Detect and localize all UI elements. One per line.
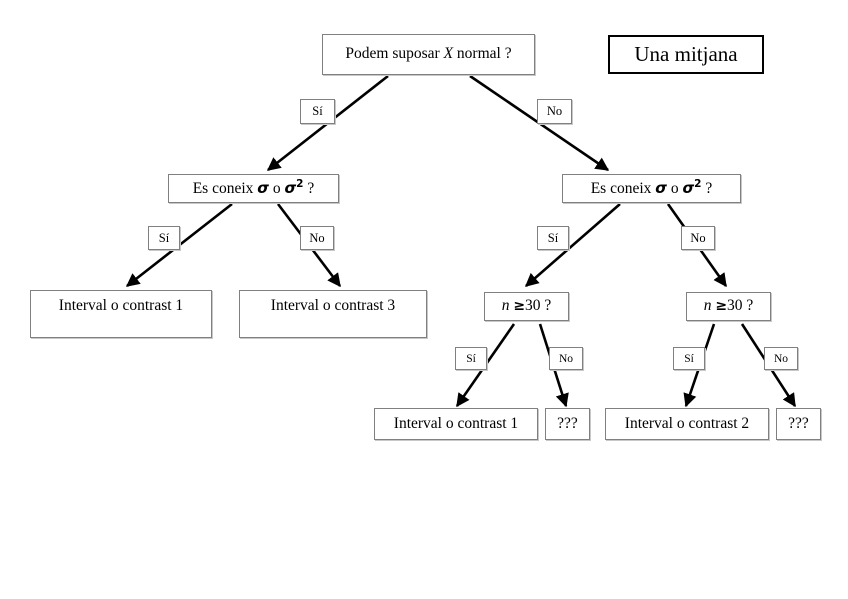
node-leaf-interval-contrast-1-bottom-label: Interval o contrast 1 bbox=[393, 414, 519, 432]
edge-label-n30-right-no: No bbox=[764, 347, 798, 370]
edge-label-root-no: No bbox=[537, 99, 572, 124]
node-leaf-interval-contrast-1-bottom[interactable]: Interval o contrast 1 bbox=[374, 408, 538, 440]
edge-label-sigma-right-yes-text: Sí bbox=[547, 230, 559, 245]
sigma-right-suffix: ? bbox=[701, 180, 713, 198]
n30-left-variable: n bbox=[501, 297, 510, 315]
sigma-left-symbol: σ bbox=[257, 179, 269, 198]
n30-right-value: 30 bbox=[727, 297, 743, 315]
sigma-right-symbol: σ bbox=[655, 179, 667, 198]
diagram-title-box: Una mitjana bbox=[608, 35, 764, 74]
node-leaf-interval-contrast-3-label: Interval o contrast 3 bbox=[270, 297, 396, 314]
edge-label-sigma-left-yes-text: Sí bbox=[158, 230, 170, 245]
edge-label-sigma-left-no-text: No bbox=[309, 230, 325, 245]
node-sigma-right-label: Es coneix σ o σ2 ? bbox=[591, 179, 713, 197]
edge-label-root-yes-text: Sí bbox=[312, 104, 323, 118]
edge-label-sigma-right-no: No bbox=[681, 226, 715, 250]
node-leaf-interval-contrast-3[interactable]: Interval o contrast 3 bbox=[239, 290, 427, 338]
root-variable: X bbox=[443, 45, 454, 63]
sigma-left-middle: o bbox=[268, 180, 285, 198]
node-leaf-unknown-2[interactable]: ??? bbox=[776, 408, 821, 440]
node-sigma-right-question[interactable]: Es coneix σ o σ2 ? bbox=[562, 174, 741, 203]
n30-right-suffix: ? bbox=[742, 297, 754, 315]
root-prefix: Podem suposar bbox=[345, 45, 444, 63]
node-n30-left-label: n ≥30 ? bbox=[502, 298, 552, 314]
edge-label-n30-right-no-text: No bbox=[773, 352, 789, 365]
edge-label-n30-right-yes: Sí bbox=[673, 347, 705, 370]
n30-right-variable: n bbox=[703, 297, 712, 315]
n30-left-operator: ≥ bbox=[513, 298, 526, 315]
edge-label-sigma-left-no: No bbox=[300, 226, 334, 250]
sigma-right-symbol-2: σ bbox=[682, 179, 695, 198]
n30-right-operator: ≥ bbox=[715, 298, 728, 315]
edge-label-n30-left-yes: Sí bbox=[455, 347, 487, 370]
node-leaf-interval-contrast-2-bottom[interactable]: Interval o contrast 2 bbox=[605, 408, 769, 440]
edge-label-root-no-text: No bbox=[546, 104, 563, 118]
node-leaf-unknown-1-label: ??? bbox=[557, 414, 578, 432]
edge-label-n30-right-yes-text: Sí bbox=[684, 352, 694, 365]
sigma-left-symbol-2: σ bbox=[284, 179, 297, 198]
node-root-question-label: Podem suposar X normal ? bbox=[345, 46, 511, 62]
diagram-title-label: Una mitjana bbox=[634, 42, 738, 67]
sigma-left-suffix: ? bbox=[303, 180, 315, 198]
node-leaf-interval-contrast-1-left[interactable]: Interval o contrast 1 bbox=[30, 290, 212, 338]
sigma-left-prefix: Es coneix bbox=[192, 180, 258, 198]
sigma-right-prefix: Es coneix bbox=[590, 180, 656, 198]
edge-label-sigma-right-yes: Sí bbox=[537, 226, 569, 250]
node-n30-right-question[interactable]: n ≥30 ? bbox=[686, 292, 771, 321]
node-leaf-unknown-2-label: ??? bbox=[788, 414, 809, 432]
node-n30-left-question[interactable]: n ≥30 ? bbox=[484, 292, 569, 321]
n30-left-suffix: ? bbox=[540, 297, 552, 315]
edge-sigma-right-to-n30-left bbox=[524, 203, 621, 287]
node-leaf-unknown-1[interactable]: ??? bbox=[545, 408, 590, 440]
root-suffix: normal ? bbox=[453, 45, 512, 63]
node-sigma-left-label: Es coneix σ o σ2 ? bbox=[193, 179, 315, 197]
edge-label-n30-left-no: No bbox=[549, 347, 583, 370]
edge-label-n30-left-no-text: No bbox=[558, 352, 574, 365]
edge-label-sigma-right-no-text: No bbox=[690, 230, 706, 245]
sigma-right-exponent: 2 bbox=[694, 178, 702, 191]
edge-label-sigma-left-yes: Sí bbox=[148, 226, 180, 250]
edge-label-n30-left-yes-text: Sí bbox=[466, 352, 476, 365]
node-root-question[interactable]: Podem suposar X normal ? bbox=[322, 34, 535, 75]
node-leaf-interval-contrast-2-bottom-label: Interval o contrast 2 bbox=[624, 414, 750, 432]
node-sigma-left-question[interactable]: Es coneix σ o σ2 ? bbox=[168, 174, 339, 203]
node-leaf-interval-contrast-1-left-label: Interval o contrast 1 bbox=[58, 297, 184, 314]
edge-label-root-yes: Sí bbox=[300, 99, 335, 124]
n30-left-value: 30 bbox=[525, 297, 541, 315]
sigma-left-exponent: 2 bbox=[296, 178, 304, 191]
node-n30-right-label: n ≥30 ? bbox=[704, 298, 754, 314]
sigma-right-middle: o bbox=[666, 180, 683, 198]
